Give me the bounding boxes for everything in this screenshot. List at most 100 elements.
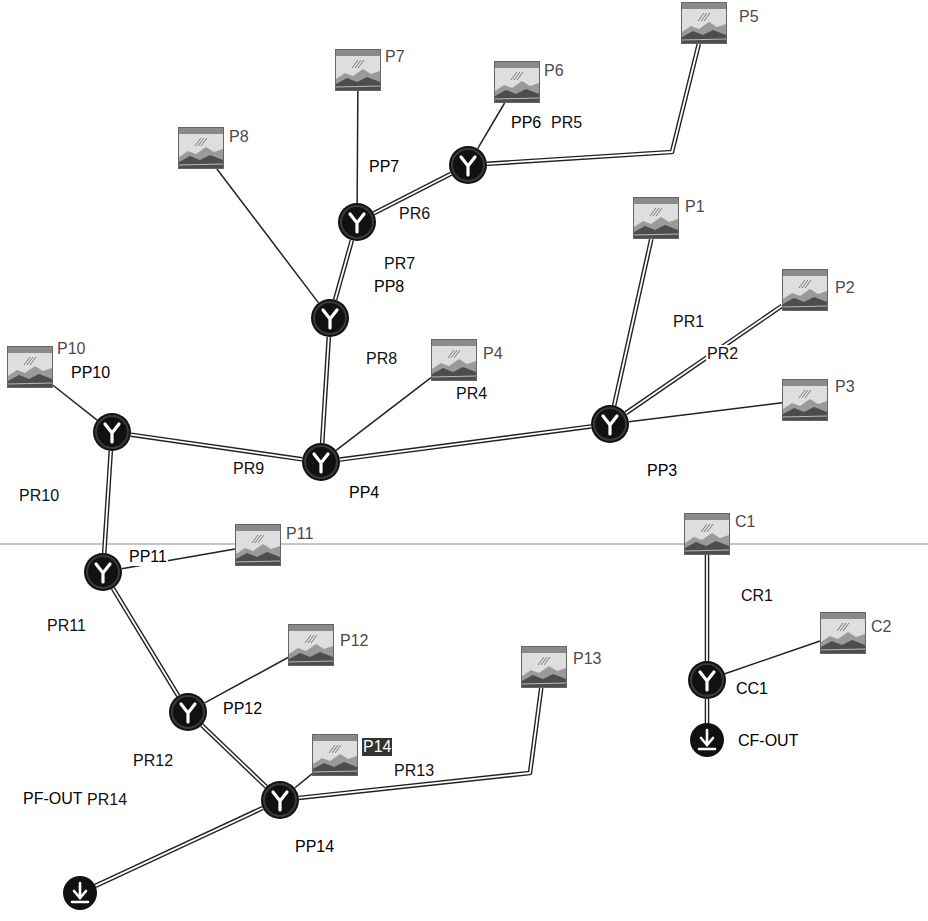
icon-band [313, 735, 357, 741]
pipe-core [626, 306, 782, 413]
node-label: PP12 [222, 700, 263, 718]
junction-ring [314, 302, 346, 334]
pipe-label: PR11 [46, 617, 87, 635]
pipe-core [487, 44, 699, 164]
outlet-node: PF-OUT [63, 876, 97, 910]
icon-shore [821, 649, 865, 650]
pipe-connector [340, 426, 591, 459]
junction-symbol [169, 693, 207, 731]
node-label: PP4 [348, 484, 380, 502]
icon-band [821, 613, 865, 619]
junction-symbol [84, 553, 122, 591]
junction-symbol [302, 443, 340, 481]
pipe-outline [205, 658, 288, 703]
pipe-core [104, 451, 111, 553]
junction-disc [169, 693, 207, 731]
icon-hatch [308, 635, 314, 643]
icon-frame [783, 270, 828, 311]
icon-hatch [514, 72, 520, 80]
icon-mountain [783, 297, 827, 310]
pipe-connector [707, 699, 708, 723]
icon-hill [289, 644, 333, 665]
icon-hatch [802, 390, 808, 398]
junction-ring [96, 416, 128, 448]
source-label: P1 [684, 198, 706, 216]
icon-shore [522, 683, 566, 684]
junction-y [181, 704, 195, 722]
icon-frame [682, 3, 727, 44]
pipe-connector [205, 658, 288, 703]
pipe-outline [95, 808, 262, 886]
icon-picture [431, 339, 477, 381]
junction-disc [311, 299, 349, 337]
icon-hatch [837, 623, 843, 631]
junction-ring [264, 784, 296, 816]
pipe-connector [478, 103, 505, 149]
icon-band [336, 50, 380, 56]
source-icon: P7 [335, 49, 381, 91]
icon-hatch [704, 524, 710, 532]
icon-mountain [783, 407, 827, 420]
pipe-connector [299, 688, 541, 798]
pipe-outline [131, 435, 302, 460]
pipe-outline [113, 588, 178, 696]
pipe-label: PR9 [232, 460, 265, 478]
icon-hatch [454, 350, 460, 358]
icon-hatch [701, 524, 707, 532]
pipe-connector [104, 451, 111, 553]
node-symbol [591, 405, 629, 443]
icon-hatch [805, 390, 811, 398]
icon-hill [179, 147, 223, 168]
node-symbol [338, 203, 376, 241]
icon-shore [783, 416, 827, 417]
pipe-core [299, 688, 541, 798]
icon-hatch [656, 208, 662, 216]
icon-shore [682, 39, 726, 40]
node-symbol [93, 413, 131, 451]
icon-hatch [511, 72, 517, 80]
pipe-label: PR1 [672, 313, 705, 331]
icon-shore [236, 561, 280, 562]
icon-frame [634, 198, 679, 239]
pipe-connector [217, 169, 319, 303]
icon-hill [432, 359, 476, 380]
icon-hill [8, 366, 52, 387]
junction-y [314, 454, 328, 472]
pipe-outline [705, 699, 710, 723]
icon-hill [821, 632, 865, 653]
icon-hatch [541, 657, 547, 665]
node-label: PP14 [294, 838, 335, 856]
node-label: CF-OUT [737, 732, 799, 750]
source-label: P12 [339, 632, 369, 650]
junction-node: PP10 [93, 413, 131, 451]
junction-node: PP12 [169, 693, 207, 731]
pipe-label: PR13 [393, 762, 435, 780]
icon-hatch [538, 657, 544, 665]
icon-hatch [27, 357, 33, 365]
pipe-connector [707, 555, 708, 661]
source-icon: P8 [178, 127, 224, 169]
source-label: P5 [738, 8, 760, 26]
source-icon: P3 [782, 379, 828, 421]
pipe-core [202, 725, 267, 787]
node-symbol [261, 781, 299, 819]
icon-shore [685, 550, 729, 551]
pipe-connector [322, 337, 329, 443]
icon-hatch [698, 13, 704, 21]
icon-band [179, 128, 223, 134]
node-symbol [63, 876, 97, 910]
icon-band [236, 525, 280, 531]
source-icon: P11 [235, 524, 281, 566]
pipe-connector [614, 239, 651, 405]
pipe-label: PR10 [18, 487, 60, 505]
icon-hill [313, 754, 357, 775]
icon-hatch [701, 13, 707, 21]
source-icon: P10 [7, 346, 53, 388]
junction-ring [341, 206, 373, 238]
pipe-outline [626, 306, 782, 413]
pipe-connector [626, 306, 782, 413]
scan-line [0, 544, 928, 545]
icon-hatch [305, 635, 311, 643]
icon-frame [522, 647, 567, 688]
